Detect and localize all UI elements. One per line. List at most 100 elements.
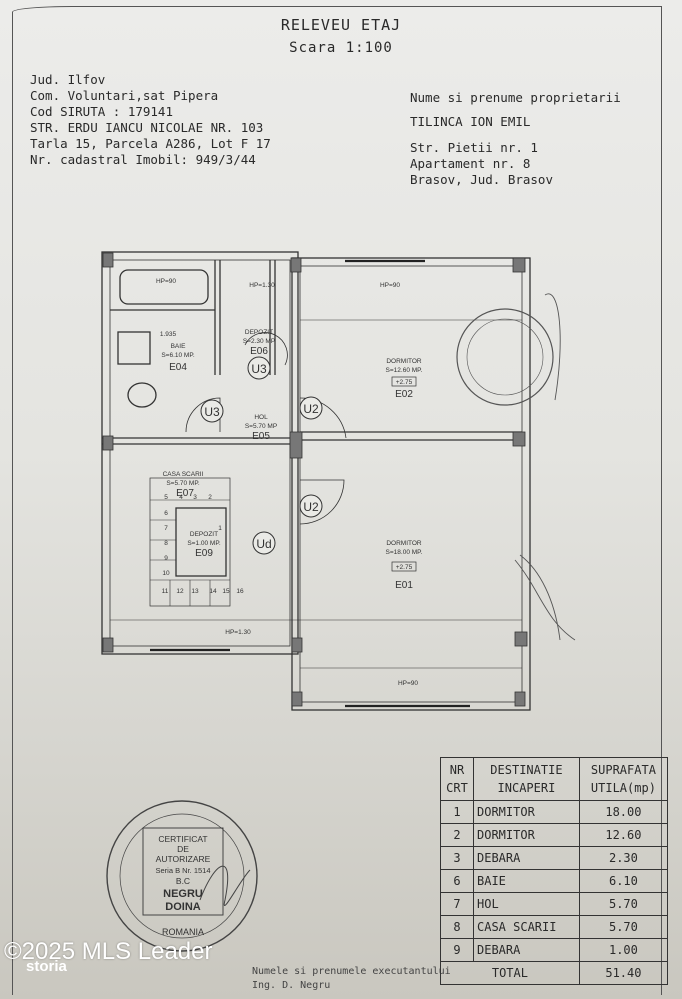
stair-numbers: 3 4 5 6 7 8 9 10 11 12 13 14 15 16 2 1 bbox=[162, 494, 244, 595]
location-cadastral: Nr. cadastral Imobil: 949/3/44 bbox=[30, 152, 256, 167]
room-e04-name: BAIE bbox=[171, 343, 186, 350]
location-siruta: Cod SIRUTA : 179141 bbox=[30, 104, 173, 119]
note-hp130: HP=1.30 bbox=[225, 629, 251, 636]
room-e01-level: +2.75 bbox=[396, 564, 413, 571]
seal-text: Seria B Nr. 1514 bbox=[155, 866, 210, 875]
svg-text:15: 15 bbox=[222, 588, 230, 595]
door-label: U2 bbox=[303, 500, 319, 514]
owner-name: TILINCA ION EMIL bbox=[410, 114, 531, 129]
seal-country: ROMANIA bbox=[162, 927, 204, 937]
room-e02-area: S=12.60 MP. bbox=[386, 367, 423, 374]
svg-text:9: 9 bbox=[164, 555, 168, 562]
owner-apartment: Apartament nr. 8 bbox=[410, 156, 531, 171]
owner-label: Nume si prenume proprietarii bbox=[410, 90, 621, 105]
door-label: U3 bbox=[204, 405, 220, 419]
watermark: ©2025 MLS Leader bbox=[4, 938, 213, 965]
document-title: RELEVEU ETAJ bbox=[280, 16, 402, 34]
door-u2-dormitor-e01 bbox=[299, 494, 323, 518]
room-e06-name: DEPOZIT bbox=[245, 329, 273, 336]
door-label: U2 bbox=[303, 402, 319, 416]
svg-text:3: 3 bbox=[193, 494, 197, 501]
room-e09-code: E09 bbox=[195, 548, 213, 559]
executant-name: Ing. D. Negru bbox=[252, 980, 331, 991]
svg-text:10: 10 bbox=[162, 570, 170, 577]
door-label: U3 bbox=[251, 362, 267, 376]
svg-text:7: 7 bbox=[164, 525, 168, 532]
svg-text:13: 13 bbox=[191, 588, 199, 595]
seal-text: AUTORIZARE bbox=[156, 854, 211, 864]
room-e01-code: E01 bbox=[395, 580, 413, 591]
room-e06-code: E06 bbox=[250, 346, 268, 357]
seal-text: B.C bbox=[176, 876, 190, 886]
svg-text:2: 2 bbox=[208, 494, 212, 501]
room-e04-area: S=6.10 MP. bbox=[161, 352, 195, 359]
svg-text:4: 4 bbox=[179, 494, 183, 501]
wall-right-outer bbox=[291, 257, 531, 711]
room-e07-code: E07 bbox=[176, 488, 194, 499]
svg-text:6: 6 bbox=[164, 510, 168, 517]
page-frame bbox=[12, 6, 662, 995]
owner-street: Str. Pietii nr. 1 bbox=[410, 140, 538, 155]
room-e05-name: HOL bbox=[254, 414, 268, 421]
svg-text:1: 1 bbox=[218, 525, 222, 532]
svg-text:12: 12 bbox=[176, 588, 184, 595]
authorization-seal bbox=[106, 800, 258, 952]
document-scale: Scara 1:100 bbox=[289, 40, 393, 56]
room-e05-area: S=5.70 MP bbox=[245, 423, 277, 430]
door-label: Ud bbox=[256, 537, 271, 551]
wall-right-inner bbox=[299, 265, 523, 703]
note-hp90: HP=90 bbox=[380, 282, 400, 289]
room-e09-name: DEPOZIT bbox=[190, 531, 218, 538]
owner-address: Str. Pietii nr. 1 Apartament nr. 8 Braso… bbox=[410, 140, 553, 188]
svg-text:16: 16 bbox=[236, 588, 244, 595]
room-e02-name: DORMITOR bbox=[386, 358, 422, 365]
door-u2-dormitor-e02 bbox=[299, 396, 323, 420]
seal-text: NEGRU bbox=[163, 888, 203, 900]
location-county: Jud. Ilfov bbox=[30, 72, 106, 87]
room-e07-name: CASA SCARII bbox=[163, 471, 204, 478]
note-hp130: HP=1.30 bbox=[249, 282, 275, 289]
note-hp90: HP=90 bbox=[156, 278, 176, 285]
room-e07-area: S=5.70 MP. bbox=[166, 480, 200, 487]
room-e02-level: +2.75 bbox=[396, 379, 413, 386]
note-hp90: HP=90 bbox=[398, 680, 418, 687]
location-commune: Com. Voluntari,sat Pipera bbox=[30, 88, 219, 103]
brand-logo: storia bbox=[26, 958, 67, 975]
seal-text: DOINA bbox=[165, 901, 201, 913]
stamp-top-right bbox=[456, 293, 576, 641]
svg-text:11: 11 bbox=[162, 588, 169, 595]
wall-left-inner bbox=[109, 259, 291, 647]
room-e04-code: E04 bbox=[169, 362, 187, 373]
seal-text: DE bbox=[177, 844, 189, 854]
door-u3-depozit bbox=[247, 356, 271, 380]
executant-label: Numele si prenumele executantului bbox=[252, 966, 451, 977]
room-e01-area: S=18.00 MP. bbox=[386, 549, 423, 556]
room-e09-area: S=1.00 MP. bbox=[187, 540, 221, 547]
svg-text:5: 5 bbox=[164, 494, 168, 501]
location-street: STR. ERDU IANCU NICOLAE NR. 103 bbox=[30, 120, 264, 135]
seal-text: CERTIFICAT bbox=[158, 834, 207, 844]
plan-walls bbox=[101, 251, 531, 711]
door-u3-baie bbox=[200, 399, 224, 423]
room-e02-code: E02 bbox=[395, 389, 413, 400]
room-e05-code: E05 bbox=[252, 431, 270, 442]
svg-text:14: 14 bbox=[209, 588, 217, 595]
wall-left-outer bbox=[101, 251, 299, 655]
location-block: Jud. Ilfov Com. Voluntari,sat Pipera Cod… bbox=[30, 72, 271, 168]
note-dimension: 1.935 bbox=[160, 331, 177, 338]
location-parcel: Tarla 15, Parcela A286, Lot F 17 bbox=[30, 136, 271, 151]
owner-city: Brasov, Jud. Brasov bbox=[410, 172, 553, 187]
depozit-e09-box bbox=[175, 507, 227, 577]
svg-text:8: 8 bbox=[164, 540, 168, 547]
